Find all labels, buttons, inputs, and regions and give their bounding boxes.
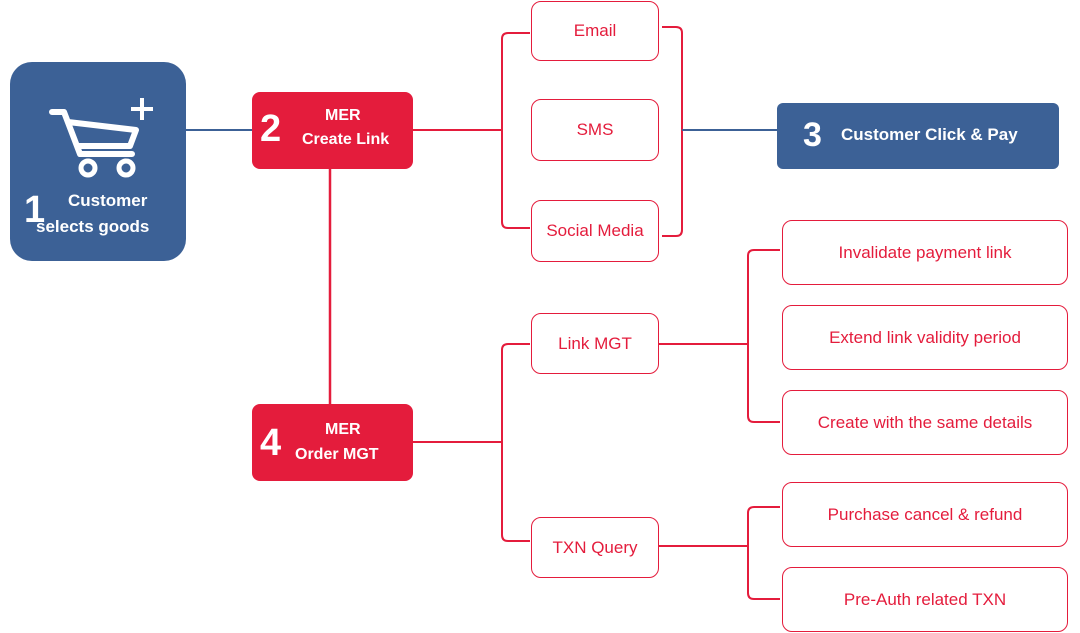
bracket-ordermgt (501, 343, 530, 542)
step1-number: 1 (24, 189, 46, 231)
step1-label-line2: selects goods (36, 217, 150, 236)
step3-number: 3 (803, 116, 822, 154)
step3-label: Customer Click & Pay (841, 125, 1018, 144)
step4-number: 4 (260, 422, 282, 464)
bracket-channels-right (662, 26, 683, 237)
step2-mer-create-link: 2 MER Create Link (252, 92, 413, 169)
txn-query-box: TXN Query (531, 517, 659, 578)
step1-customer-selects-goods: 1 Customer selects goods (10, 62, 186, 261)
step2-label-line2: Create Link (302, 131, 390, 148)
action-create-same-details: Create with the same details (782, 390, 1068, 455)
shopping-cart-plus-icon (46, 94, 156, 184)
step2-label-line1: MER (325, 107, 361, 124)
bracket-channels-left (501, 32, 530, 229)
action-invalidate-payment-link: Invalidate payment link (782, 220, 1068, 285)
bracket-txnquery-actions (747, 506, 780, 600)
step3-customer-click-pay: 3 Customer Click & Pay (777, 103, 1059, 169)
step1-caption: 1 Customer selects goods (10, 187, 186, 247)
step1-label-line1: Customer (68, 191, 148, 210)
bracket-linkmgt-actions (747, 249, 780, 423)
channel-sms: SMS (531, 99, 659, 161)
channel-social-media: Social Media (531, 200, 659, 262)
action-extend-link-validity: Extend link validity period (782, 305, 1068, 370)
step4-label-line2: Order MGT (295, 446, 379, 463)
channel-email: Email (531, 1, 659, 61)
action-pre-auth-related-txn: Pre-Auth related TXN (782, 567, 1068, 632)
action-purchase-cancel-refund: Purchase cancel & refund (782, 482, 1068, 547)
step2-number: 2 (260, 108, 282, 150)
link-mgt-box: Link MGT (531, 313, 659, 374)
step4-mer-order-mgt: 4 MER Order MGT (252, 404, 413, 481)
step4-label-line1: MER (325, 421, 361, 438)
